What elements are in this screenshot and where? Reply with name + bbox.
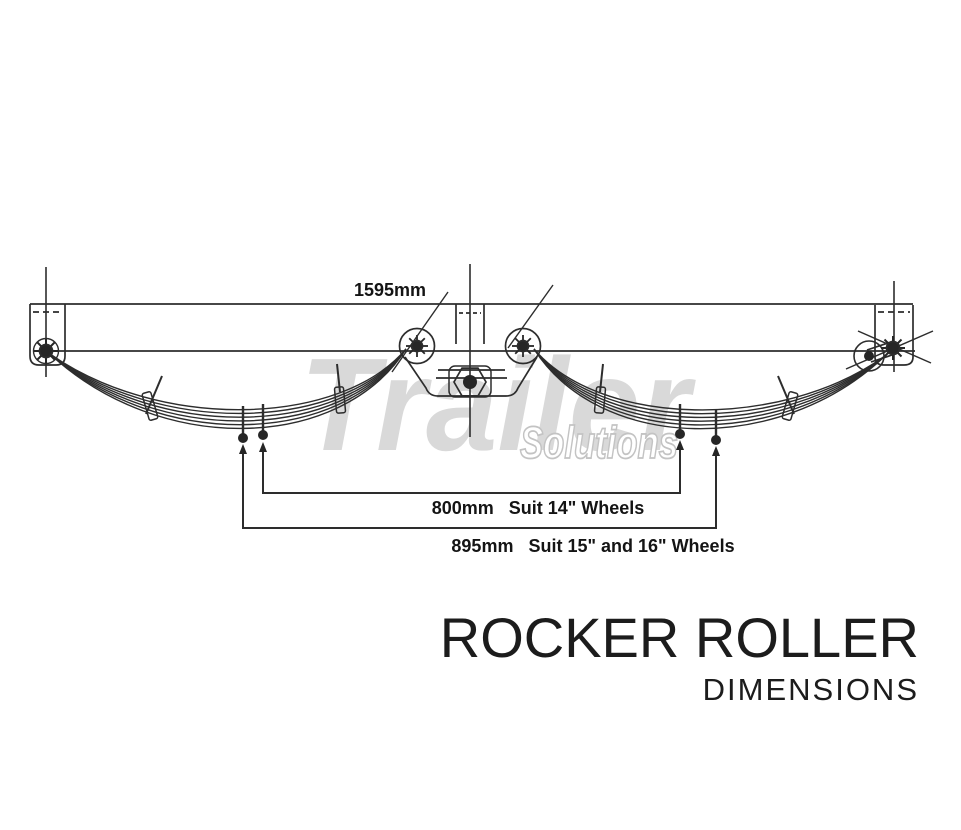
rocker-leader-lines [391,284,554,373]
watermark: Trailer Solutions [300,331,696,478]
drawing-subtitle: DIMENSIONS [702,672,919,707]
dimension-line-800mm [259,440,684,494]
drawing-title: ROCKER ROLLER [439,606,919,669]
span-label-14in-wheels: 800mm Suit 14" Wheels [432,498,645,518]
dimension-line-895mm [239,444,720,529]
watermark-sub-text: Solutions [520,417,678,468]
spring-center-bolts-left [238,404,268,443]
rocker-mount-bracket [455,304,485,344]
spring-clamp-left-inner [333,363,347,414]
title-block: ROCKER ROLLER DIMENSIONS [440,610,919,708]
overall-width-label: 1595mm [354,280,426,300]
spring-clamp-left-outer [141,375,163,421]
watermark-brand-text: Trailer [300,331,696,478]
rocker-assembly [404,356,538,398]
leaf-spring-left [49,348,407,430]
spring-center-bolts-right [675,404,721,445]
span-label-15-16in-wheels: 895mm Suit 15" and 16" Wheels [451,536,734,556]
hanger-bracket-left [29,304,66,366]
spring-clamp-right-inner [593,363,607,414]
spring-clamp-right-outer [777,375,799,421]
leaf-spring-right [533,348,886,430]
hanger-bolt-left [32,337,60,365]
